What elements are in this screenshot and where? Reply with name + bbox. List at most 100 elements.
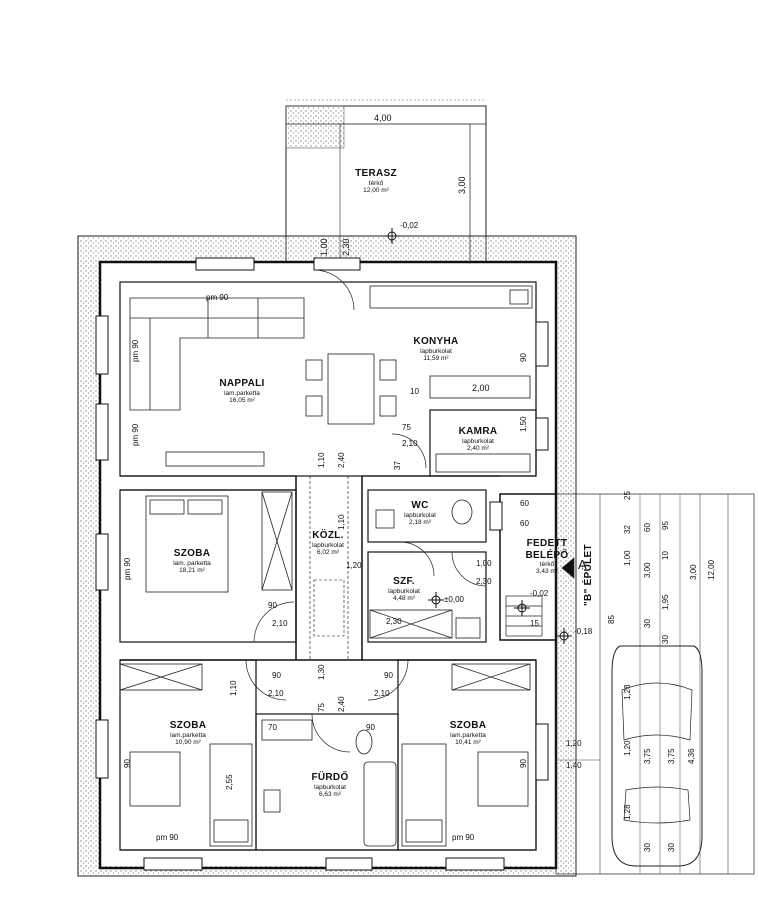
room-area: 12,00 m² xyxy=(363,186,389,194)
dim-window-left-2: pm 90 xyxy=(131,423,140,446)
dim-window-right-2: 1,50 xyxy=(519,416,528,432)
dim-door-height: 2,30 xyxy=(341,238,351,256)
dim-window-left-3: pm 90 xyxy=(123,557,132,580)
room-area: 2,40 m² xyxy=(466,444,490,452)
dim-carport-25: 25 xyxy=(623,491,632,500)
dim-window-bottom-1: pm 90 xyxy=(156,833,179,842)
room-szoba-2: SZOBA lam.parketta 10,90 m² xyxy=(170,720,207,746)
level-terasz: -0,02 xyxy=(400,221,419,230)
carport xyxy=(555,493,755,875)
room-material: térkő xyxy=(539,561,555,568)
dim-carport-300: 3,00 xyxy=(643,562,652,578)
dim-carport-30a: 30 xyxy=(643,619,652,628)
room-wc: WC lapburkolat 2,18 m² xyxy=(404,500,436,526)
dim-carport-195: 1,95 xyxy=(661,594,670,610)
level-markers xyxy=(384,228,572,644)
room-area: 2,18 m² xyxy=(408,518,432,526)
room-name: KÖZL. xyxy=(312,530,344,541)
room-szoba-1: SZOBA lam. parketta 18,21 m² xyxy=(173,548,211,574)
level-floor: ±0,00 xyxy=(444,595,464,604)
room-area: 11,59 m² xyxy=(423,354,449,362)
room-name-line-2: BELÉPŐ xyxy=(525,549,569,561)
dim-carport-60: 60 xyxy=(643,523,652,532)
dim-car-30b: 30 xyxy=(667,843,676,852)
windows xyxy=(95,257,549,871)
room-konyha: KONYHA lapburkolat 11,59 m² xyxy=(413,336,458,362)
room-name-line-1: FEDETT xyxy=(526,538,568,549)
building-b-label: "B" ÉPÜLET xyxy=(583,544,594,606)
dim-window-right-3: 90 xyxy=(519,759,528,768)
dim-counter-gap: 10 xyxy=(410,387,419,396)
room-name: SZOBA xyxy=(449,720,487,731)
level-entry: -0,02 xyxy=(530,589,549,598)
room-name: SZOBA xyxy=(173,548,211,559)
dim-car-30a: 30 xyxy=(643,843,652,852)
dim-szf-120: 1,20 xyxy=(346,561,362,570)
dim-terasz-depth: 3,00 xyxy=(457,176,467,194)
dim-carport-100: 1,00 xyxy=(623,550,632,566)
room-material: lapburkolat xyxy=(462,437,494,445)
dim-corridor-110b: 1,10 xyxy=(337,514,346,530)
room-material: lapburkolat xyxy=(420,347,452,355)
dim-szoba1-door: 90 xyxy=(268,601,277,610)
dim-entry-60a: 60 xyxy=(520,499,529,508)
level-outside: -0,18 xyxy=(574,627,593,636)
room-material: lam. parketta xyxy=(173,559,211,567)
dim-window-right-1: 90 xyxy=(519,353,528,362)
dim-window-bottom-2: pm 90 xyxy=(452,833,475,842)
dim-szoba2-110: 1,10 xyxy=(229,680,238,696)
door-swings xyxy=(245,269,487,753)
dim-corridor-110: 1,10 xyxy=(317,452,326,468)
room-nappali: NAPPALI lam.parketta 16,05 m² xyxy=(219,378,264,404)
dim-car-375a: 3,75 xyxy=(643,748,652,764)
dim-szoba2-door-h: 2,10 xyxy=(268,689,284,698)
dim-szoba3-door-h: 2,10 xyxy=(374,689,390,698)
dim-carport-300b: 3,00 xyxy=(689,564,698,580)
dim-window-top: pm 90 xyxy=(206,293,229,302)
dim-car-436: 4,36 xyxy=(687,748,696,764)
room-area: 18,21 m² xyxy=(179,566,205,574)
dim-corridor-240: 2,40 xyxy=(337,452,346,468)
dim-bath-90: 90 xyxy=(366,723,375,732)
dim-carport-85: 85 xyxy=(607,615,616,624)
room-name: KAMRA xyxy=(458,426,498,437)
dim-kamra-door-h: 2,10 xyxy=(402,439,418,448)
room-material: lam.parketta xyxy=(224,389,260,397)
dim-szoba3-door: 90 xyxy=(384,671,393,680)
dimension-lines xyxy=(340,123,681,874)
dim-car-120: 1,20 xyxy=(623,740,632,756)
room-area: 4,48 m² xyxy=(392,594,416,602)
room-name: KONYHA xyxy=(413,336,459,347)
dim-car-128a: 1,28 xyxy=(623,684,632,700)
dim-carport-30b: 30 xyxy=(661,635,670,644)
dim-counter: 2,00 xyxy=(472,383,490,393)
room-material: térkő xyxy=(368,179,384,187)
dim-carport-1200: 12,00 xyxy=(707,559,716,580)
room-name: FÜRDŐ xyxy=(311,772,349,783)
room-material: lapburkolat xyxy=(312,541,344,549)
room-name: TERASZ xyxy=(355,168,397,179)
dim-car-375b: 3,75 xyxy=(667,748,676,764)
room-kozl: KÖZL. lapburkolat 6,02 m² xyxy=(312,530,344,556)
room-area: 16,05 m² xyxy=(229,396,255,404)
room-area: 3,43 m² xyxy=(535,568,559,576)
room-area: 10,90 m² xyxy=(175,738,201,746)
entrance-steps xyxy=(505,557,575,637)
dim-window-left-1: pm 90 xyxy=(131,339,140,362)
room-name: WC xyxy=(411,500,429,511)
room-szoba-3: SZOBA lam.parketta 10,41 m² xyxy=(450,720,487,746)
dim-entry-15: 15 xyxy=(530,619,539,628)
room-material: lam.parketta xyxy=(450,731,486,739)
dim-carport-140: 1,40 xyxy=(566,761,582,770)
room-material: lapburkolat xyxy=(404,511,436,519)
dim-door-width: 1,00 xyxy=(319,238,329,256)
dim-window-left-4: 90 xyxy=(123,759,132,768)
room-area: 10,41 m² xyxy=(455,738,481,746)
room-furdo: FÜRDŐ lapburkolat 6,63 m² xyxy=(311,772,348,798)
dim-kamra-37: 37 xyxy=(393,461,402,470)
dim-carport-32: 32 xyxy=(623,525,632,534)
room-kamra: KAMRA lapburkolat 2,40 m² xyxy=(459,426,498,452)
section-marker-a: A xyxy=(578,557,587,572)
dim-entry-60b: 60 xyxy=(520,519,529,528)
